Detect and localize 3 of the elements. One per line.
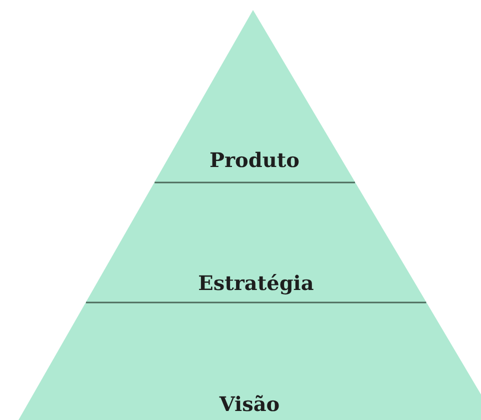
tier-label: Estratégia	[198, 271, 314, 295]
tier-label: Visão	[219, 392, 280, 416]
tier-label: Produto	[209, 148, 300, 172]
